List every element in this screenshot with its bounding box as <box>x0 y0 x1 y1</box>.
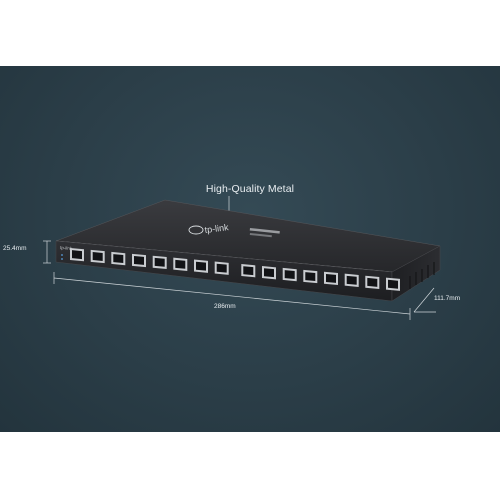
ethernet-port <box>70 247 84 262</box>
ethernet-port <box>282 267 297 282</box>
ethernet-port <box>173 257 188 271</box>
ethernet-port <box>262 266 276 280</box>
ethernet-port <box>324 271 338 286</box>
status-leds <box>61 254 63 260</box>
front-brand-name: tp-link <box>60 245 73 251</box>
side-vents <box>409 262 435 289</box>
ethernet-port <box>386 277 400 291</box>
height-dimension-label: 25.4mm <box>3 245 27 252</box>
ethernet-port <box>344 273 359 287</box>
tp-link-logo: tp-link <box>188 222 280 238</box>
ethernet-port <box>152 255 167 269</box>
ethernet-port <box>111 251 126 266</box>
ethernet-port <box>365 275 380 290</box>
headline: High-Quality Metal <box>205 183 295 195</box>
length-dimension-label: 286mm <box>214 303 236 310</box>
ethernet-ports <box>70 247 400 291</box>
ethernet-port <box>214 261 229 275</box>
ethernet-port <box>132 253 146 268</box>
depth-dimension-label: 111.7mm <box>434 295 461 302</box>
brand-name: tp-link <box>204 222 230 235</box>
ethernet-port <box>194 259 208 273</box>
ethernet-port <box>303 269 318 284</box>
ethernet-port <box>90 249 105 264</box>
ethernet-port <box>241 264 256 278</box>
